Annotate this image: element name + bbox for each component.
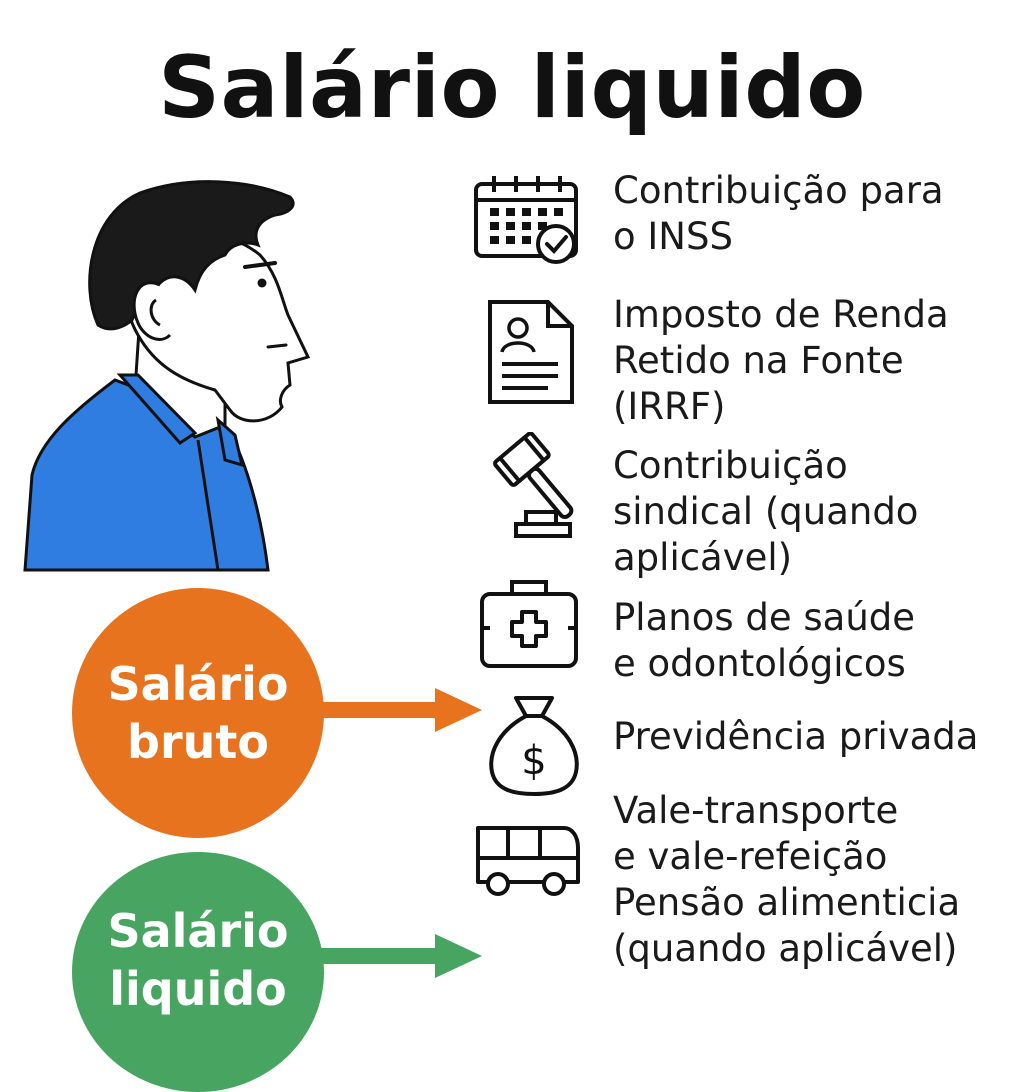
arrow-right-icon [320, 934, 482, 978]
person-illustration [23, 180, 311, 572]
gross-salary-label: Salário bruto [107, 657, 289, 769]
deduction-label-saude: Planos de saúde e odontológicos [613, 596, 916, 685]
arrow-right-icon [320, 688, 482, 732]
calendar-check-icon [474, 176, 578, 264]
eyebrow [243, 261, 277, 269]
mouth [266, 343, 288, 349]
deduction-label-inss: Contribuição para o INSS [613, 169, 944, 258]
document-profile-icon [488, 300, 574, 404]
deduction-label-vale: Vale-transporte e vale-refeição Pensão a… [613, 789, 961, 970]
deduction-label-irrf: Imposto de Renda Retido na Fonte (IRRF) [613, 293, 949, 428]
bus-icon [476, 826, 580, 896]
page-title: Salário liquido [158, 38, 866, 138]
collar [116, 373, 198, 445]
eye [257, 278, 267, 288]
gross-salary-bubble: Salário bruto [72, 588, 324, 838]
money-bag-icon: $ [489, 696, 579, 797]
collar-right [215, 416, 245, 468]
net-salary-label: Salário liquido [107, 904, 289, 1016]
deduction-label-sindical: Contribuição sindical (quando aplicável) [613, 444, 919, 579]
deduction-label-previdencia: Previdência privada [613, 715, 979, 758]
net-salary-bubble: Salário liquido [72, 852, 324, 1092]
gavel-icon [493, 432, 574, 538]
svg-text:$: $ [521, 738, 546, 784]
medical-kit-icon [480, 580, 578, 668]
